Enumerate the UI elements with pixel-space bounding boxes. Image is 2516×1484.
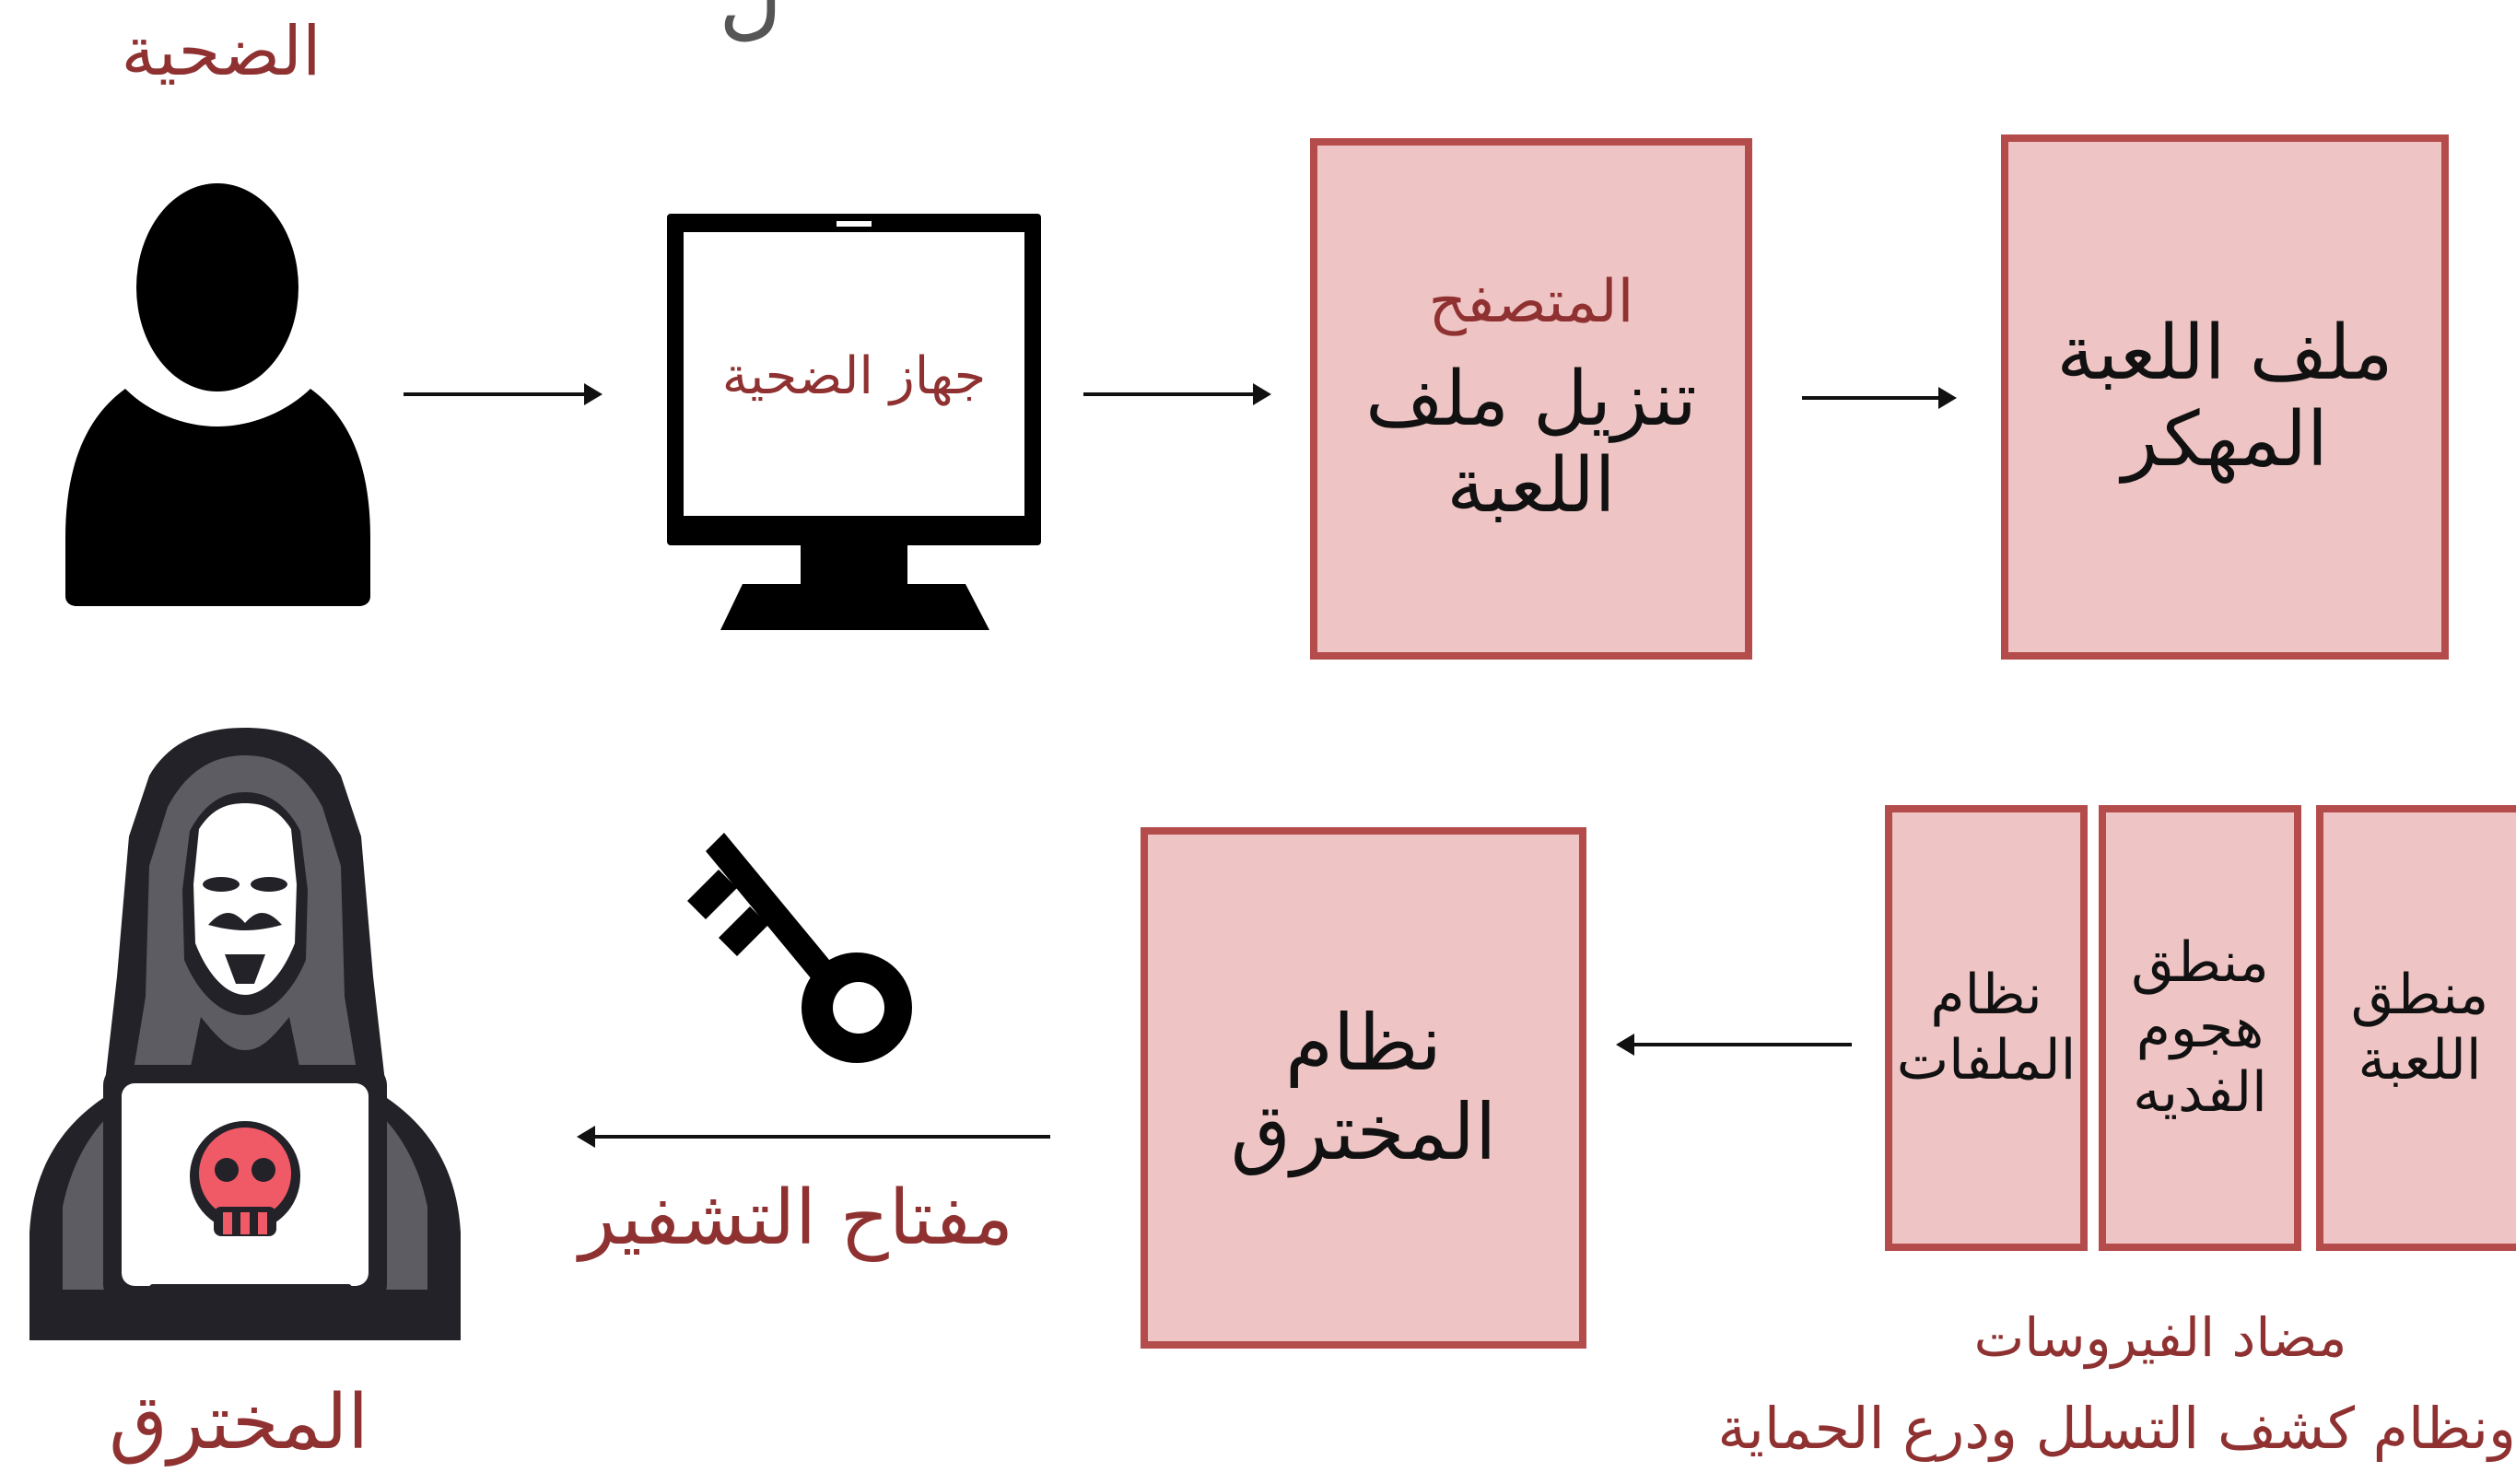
browser-box: المتصفح تنزيل ملف اللعبة [1310,138,1752,660]
ransom-attack-logic-line-1: منطق [2131,929,2269,995]
arrow-device-to-browser [1083,383,1271,405]
file-system-box: نظام الملفات [1885,805,2088,1251]
arrow-victim-to-device [404,383,603,405]
antivirus-line-1: مضاد الفيروسات [1973,1306,2347,1369]
victim-device-label: جهاز الضحية [721,346,987,406]
hacker-label: المخترق [109,1379,369,1466]
file-system-line-1: نظام [1930,963,2042,1028]
browser-download-line-2: اللعبة [1446,442,1616,530]
game-logic-box: منطق اللعبة [2316,805,2516,1251]
antivirus-line-2: ونظام كشف التسلل ودرع الحماية [1717,1395,2516,1462]
hacked-system-label: نظام المخترق [1230,998,1497,1177]
hacked-game-file-box: ملف اللعبة المهكر [2001,134,2449,660]
skull-icon [190,1121,300,1236]
ransom-attack-logic-box: منطق هجوم الفديه [2099,805,2301,1251]
game-logic-line-1: منطق [2350,963,2489,1028]
hacked-game-file-line-1: ملف اللعبة [2056,309,2393,397]
browser-download-line-1: تنزيل ملف [1365,355,1697,443]
arrow-browser-to-hacked-file [1802,387,1957,409]
arrow-antivirus-to-hacked-system [1616,1034,1852,1056]
ransom-attack-logic-line-3: الفديه [2133,1060,2267,1126]
person-icon [65,183,370,606]
victim-label: الضحية [121,12,322,91]
ransom-attack-logic-line-2: هجوم [2136,995,2264,1060]
hooded-hacker-laptop-icon [29,728,461,1340]
encryption-key-label: مفتاح التشفير [579,1174,1013,1262]
key-icon [687,833,912,1063]
file-system-line-2: الملفات [1896,1028,2077,1093]
hacked-system-box: نظام المخترق [1141,827,1586,1349]
arrow-hacked-system-to-hacker [577,1126,1050,1148]
browser-title: المتصفح [1428,267,1634,336]
game-logic-line-2: اللعبة [2358,1028,2482,1093]
monitor-icon [667,214,1041,630]
hacked-game-file-line-2: المهكر [2122,396,2328,484]
top-cut-title: ل [719,0,783,50]
